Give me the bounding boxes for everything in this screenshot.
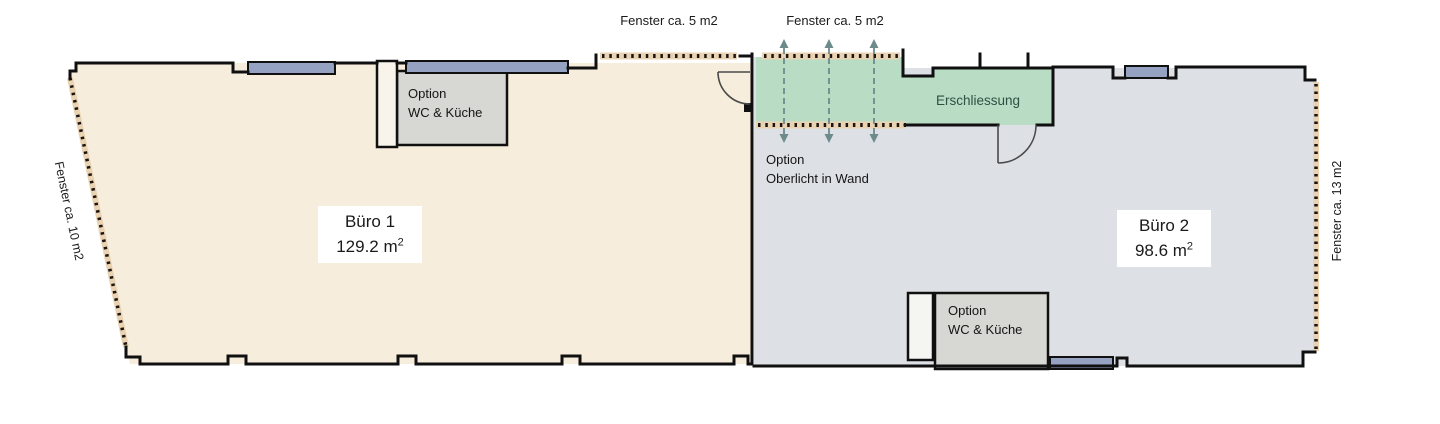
buero1-wc-box — [395, 69, 509, 147]
door-swing-arc — [717, 71, 751, 105]
erschliessung-zone — [756, 57, 1053, 125]
divider-wall-tick — [744, 103, 752, 112]
buero2-wall-pocket — [906, 291, 935, 362]
window-band-left-slant — [67, 77, 129, 348]
window-label-top-right: Fenster ca. 5 m2 — [786, 13, 884, 28]
window-top-buero2 — [1124, 65, 1169, 79]
buero1-entry-door — [717, 71, 751, 105]
buero2-entry-door — [997, 124, 1037, 164]
window-top-1 — [247, 61, 336, 75]
buero1-area: 129.2 m2 — [336, 236, 404, 256]
buero1-name: Büro 1 — [344, 212, 396, 231]
buero2-wc-box — [933, 291, 1050, 371]
door-swing-arc — [997, 124, 1037, 164]
window-label-top-left: Fenster ca. 5 m2 — [620, 13, 718, 28]
oberlicht-option-label: Option Oberlicht in Wand — [766, 152, 869, 186]
buero2-name: Büro 2 — [1138, 216, 1190, 235]
oberlicht-arrows — [779, 39, 879, 143]
window-label-right: Fenster ca. 13 m2 — [1330, 160, 1344, 262]
buero2-wc-option-label: Option WC & Küche — [948, 303, 1023, 337]
buero1-wall-pocket — [375, 59, 399, 149]
window-top-2 — [405, 60, 569, 74]
walls — [68, 48, 1317, 368]
buero2-floor — [754, 57, 1316, 366]
buero2-room-label: Büro 2 98.6 m2 — [1117, 210, 1211, 267]
erschliessung-label: Erschliessung — [935, 93, 1021, 108]
buero1-wc-option-label: Option WC & Küche — [408, 86, 483, 120]
buero2-area: 98.6 m2 — [1134, 240, 1194, 260]
buero1-room-label: Büro 1 129.2 m2 — [318, 206, 422, 263]
